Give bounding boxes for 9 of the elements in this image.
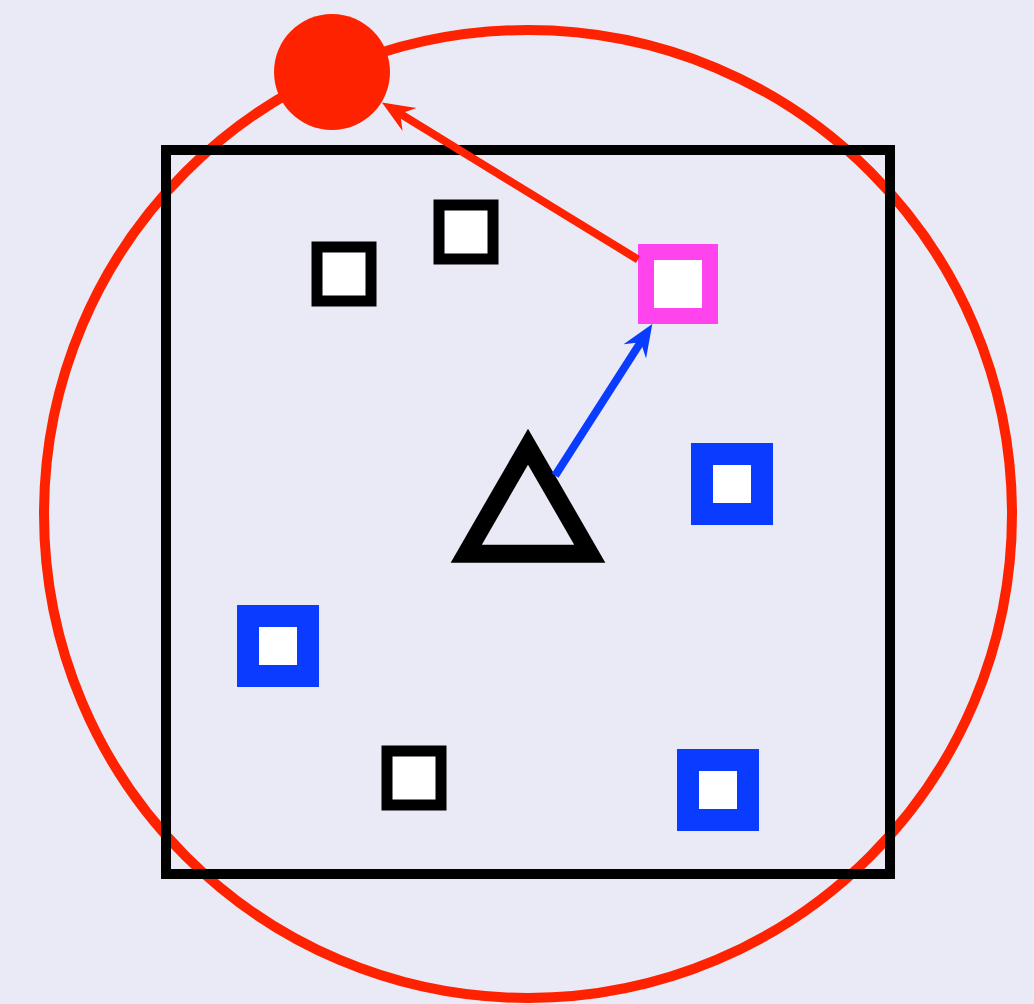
small-square bbox=[638, 244, 718, 324]
small-square bbox=[691, 443, 773, 525]
small-square bbox=[433, 199, 499, 265]
small-square bbox=[381, 745, 447, 811]
small-square bbox=[311, 241, 377, 307]
small-square bbox=[677, 749, 759, 831]
small-square bbox=[237, 605, 319, 687]
dot bbox=[274, 14, 390, 130]
frame-square bbox=[161, 145, 895, 879]
